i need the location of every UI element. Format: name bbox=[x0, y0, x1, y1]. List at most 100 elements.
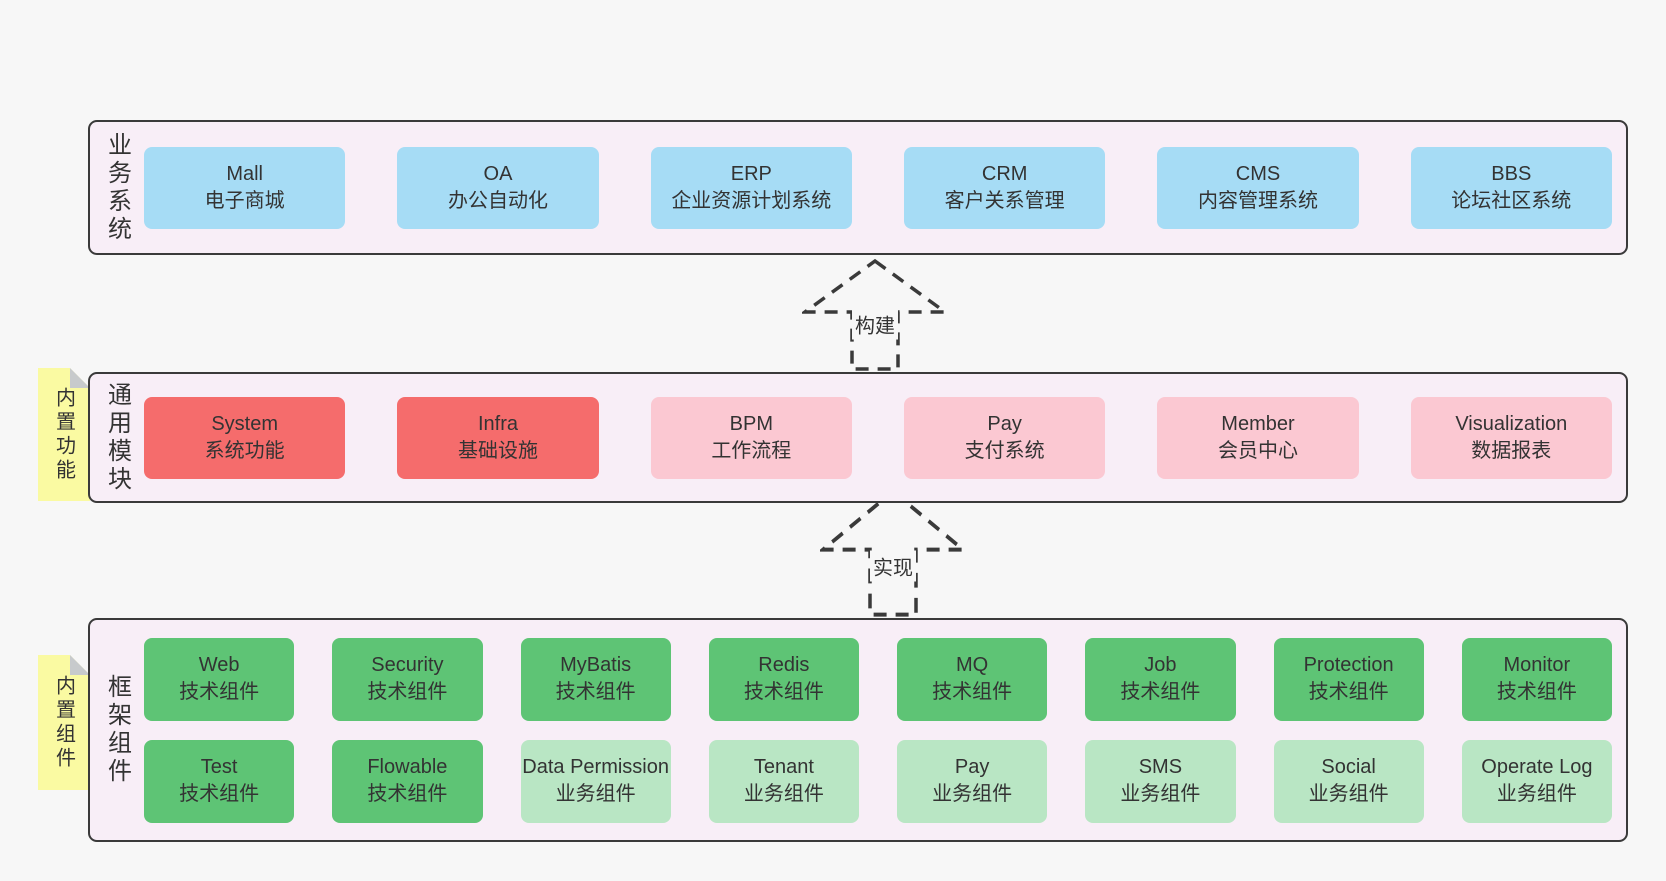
node-title: SMS bbox=[1138, 756, 1183, 778]
node-subtitle: 基础设施 bbox=[457, 439, 538, 462]
node-title: Member bbox=[1221, 412, 1295, 435]
sticky-note-label: 内置功能 bbox=[52, 386, 75, 483]
node-subtitle: 技术组件 bbox=[1120, 681, 1201, 703]
layer-business-systems: 业务系统 Mall 电子商城 OA 办公自动化 ERP 企业资源计划系统 CRM 客户关系管理… bbox=[88, 120, 1628, 255]
node-title: System bbox=[211, 412, 278, 435]
node-subtitle: 技术组件 bbox=[743, 681, 824, 703]
node-title: ERP bbox=[730, 162, 772, 185]
node-title: Pay bbox=[987, 412, 1022, 435]
node-bbs: BBS 论坛社区系统 bbox=[1410, 146, 1612, 229]
layer-label: 业务系统 bbox=[103, 131, 131, 244]
node-title: Operate Log bbox=[1481, 756, 1593, 778]
arrow-label: 构建 bbox=[852, 308, 898, 340]
business-nodes: Mall 电子商城 OA 办公自动化 ERP 企业资源计划系统 CRM 客户关系管理 CMS 内容… bbox=[144, 122, 1626, 253]
node-title: MQ bbox=[956, 654, 989, 676]
node-operate-log: Operate Log 业务组件 bbox=[1461, 739, 1612, 823]
node-crm: CRM 客户关系管理 bbox=[903, 146, 1106, 229]
node-subtitle: 论坛社区系统 bbox=[1451, 189, 1572, 212]
node-title: Test bbox=[200, 756, 238, 778]
node-subtitle: 技术组件 bbox=[555, 681, 636, 703]
node-subtitle: 系统功能 bbox=[204, 439, 285, 462]
node-title: MyBatis bbox=[560, 654, 632, 676]
node-bpm: BPM 工作流程 bbox=[650, 396, 852, 479]
node-system: System 系统功能 bbox=[144, 396, 346, 479]
node-subtitle: 客户关系管理 bbox=[944, 189, 1065, 212]
node-subtitle: 业务组件 bbox=[1308, 783, 1389, 805]
node-title: Tenant bbox=[753, 756, 814, 778]
node-tenant: Tenant 业务组件 bbox=[708, 739, 859, 823]
node-title: Visualization bbox=[1455, 412, 1568, 435]
node-subtitle: 技术组件 bbox=[932, 681, 1013, 703]
dashed-up-arrow-icon bbox=[802, 258, 948, 371]
node-data-permission: Data Permission 业务组件 bbox=[520, 739, 671, 823]
node-monitor: Monitor 技术组件 bbox=[1461, 637, 1612, 721]
node-subtitle: 办公自动化 bbox=[447, 189, 548, 212]
node-job: Job 技术组件 bbox=[1085, 637, 1236, 721]
node-subtitle: 技术组件 bbox=[179, 681, 260, 703]
sticky-note-built-in-components: 内置组件 bbox=[38, 655, 90, 790]
node-subtitle: 技术组件 bbox=[179, 783, 260, 805]
node-subtitle: 技术组件 bbox=[367, 681, 448, 703]
node-web: Web 技术组件 bbox=[144, 637, 295, 721]
node-subtitle: 工作流程 bbox=[711, 439, 792, 462]
node-subtitle: 业务组件 bbox=[743, 783, 824, 805]
node-subtitle: 业务组件 bbox=[555, 783, 636, 805]
node-title: CMS bbox=[1235, 162, 1281, 185]
node-erp: ERP 企业资源计划系统 bbox=[650, 146, 852, 229]
node-subtitle: 电子商城 bbox=[204, 189, 285, 212]
arrow-label: 实现 bbox=[870, 550, 916, 582]
node-subtitle: 会员中心 bbox=[1217, 439, 1298, 462]
node-oa: OA 办公自动化 bbox=[397, 146, 599, 229]
node-title: Job bbox=[1144, 654, 1177, 676]
node-mall: Mall 电子商城 bbox=[144, 146, 346, 229]
node-social: Social 业务组件 bbox=[1273, 739, 1424, 823]
node-subtitle: 技术组件 bbox=[367, 783, 448, 805]
node-mq: MQ 技术组件 bbox=[897, 637, 1048, 721]
node-member: Member 会员中心 bbox=[1157, 396, 1359, 479]
node-subtitle: 业务组件 bbox=[932, 783, 1013, 805]
node-subtitle: 技术组件 bbox=[1496, 681, 1577, 703]
node-title: Mall bbox=[226, 162, 263, 185]
node-title: Protection bbox=[1303, 654, 1394, 676]
node-title: OA bbox=[483, 162, 513, 185]
node-visualization: Visualization 数据报表 bbox=[1410, 396, 1612, 479]
implement-arrow: 实现 bbox=[820, 488, 966, 618]
node-title: BBS bbox=[1491, 162, 1532, 185]
node-title: Web bbox=[198, 654, 240, 676]
node-subtitle: 支付系统 bbox=[964, 439, 1045, 462]
node-title: Social bbox=[1321, 756, 1376, 778]
node-pay: Pay 支付系统 bbox=[903, 396, 1106, 479]
node-title: CRM bbox=[981, 162, 1028, 185]
layer-label: 通用模块 bbox=[103, 381, 131, 494]
node-subtitle: 数据报表 bbox=[1471, 439, 1552, 462]
sticky-note-built-in-features: 内置功能 bbox=[38, 368, 90, 501]
node-title: Security bbox=[371, 654, 444, 676]
node-subtitle: 业务组件 bbox=[1496, 783, 1577, 805]
node-title: Data Permission bbox=[522, 756, 669, 778]
sticky-note-label: 内置组件 bbox=[52, 674, 75, 771]
node-protection: Protection 技术组件 bbox=[1273, 637, 1424, 721]
node-subtitle: 企业资源计划系统 bbox=[671, 189, 832, 212]
node-mybatis: MyBatis 技术组件 bbox=[520, 637, 671, 721]
node-title: BPM bbox=[729, 412, 773, 435]
build-arrow: 构建 bbox=[802, 258, 948, 372]
dashed-up-arrow-icon bbox=[820, 488, 966, 617]
node-subtitle: 内容管理系统 bbox=[1197, 189, 1318, 212]
node-security: Security 技术组件 bbox=[332, 637, 483, 721]
node-cms: CMS 内容管理系统 bbox=[1157, 146, 1359, 229]
node-title: Monitor bbox=[1503, 654, 1571, 676]
layer-label: 框架组件 bbox=[103, 674, 131, 786]
node-subtitle: 技术组件 bbox=[1308, 681, 1389, 703]
